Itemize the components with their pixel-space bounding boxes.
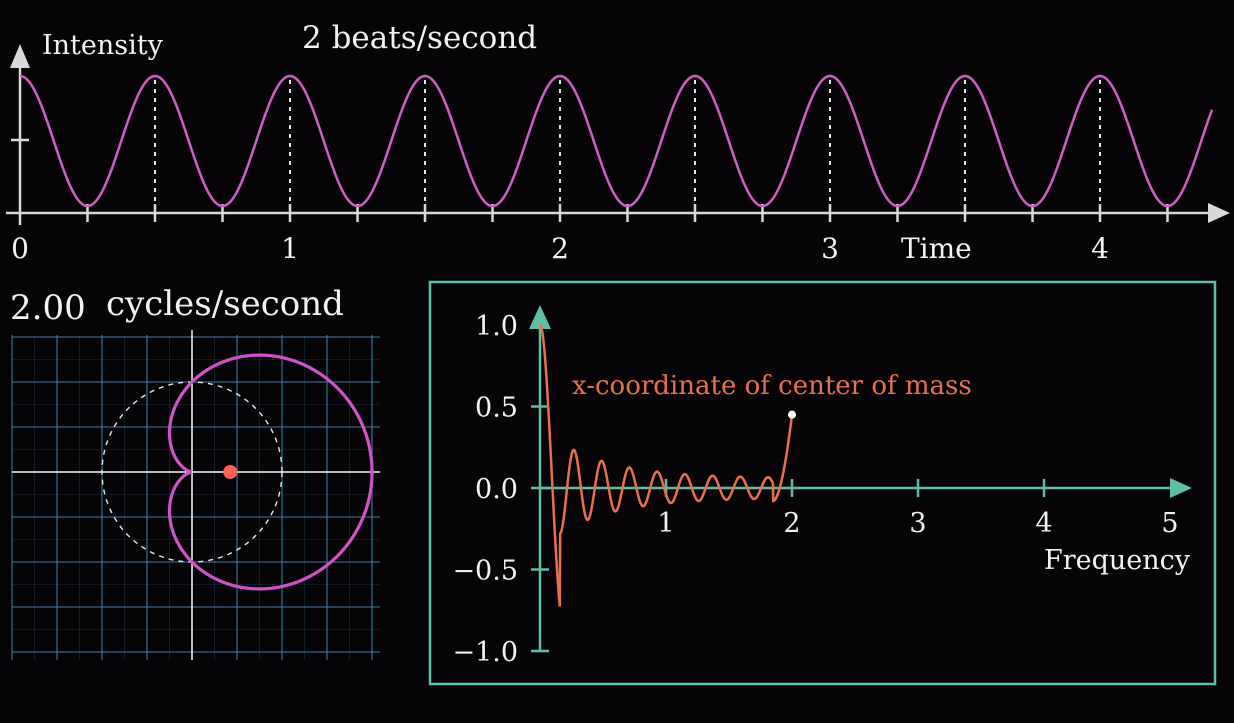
- frequency-tick-label: 1: [657, 508, 674, 539]
- intensity-axis-arrow-icon: [10, 44, 30, 68]
- frequency-tick-label: 3: [909, 508, 926, 539]
- plot-frame: [428, 280, 1217, 686]
- frequency-value: 2.00: [10, 288, 86, 328]
- signal-plot: 0 1 2 3 4 Intensity 2 beats/second Time: [6, 20, 1230, 265]
- winding-grid: [11, 335, 380, 660]
- com-y-tick-label: −0.5: [452, 556, 518, 587]
- frequency-axis-arrow-icon: [1170, 478, 1192, 498]
- signal-title: 2 beats/second: [302, 20, 537, 56]
- signal-curve: [19, 74, 1214, 208]
- com-curve: [539, 323, 794, 607]
- time-tick-label: 0: [11, 232, 29, 265]
- center-of-mass-dot: [223, 465, 238, 479]
- center-of-mass-plot: 1 2 3 4 5 1.0 0.5 0.0 −0.5 −1.0 x-coordinate of c…: [428, 280, 1217, 686]
- winding-graph: 2.00 cycles/second: [10, 284, 380, 660]
- com-y-axis-arrow-icon: [529, 305, 551, 329]
- time-tick-label: 4: [1091, 232, 1109, 265]
- frequency-tick-label: 4: [1035, 508, 1052, 539]
- winding-curve: [167, 353, 374, 591]
- com-curve-label: x-coordinate of center of mass: [572, 371, 972, 401]
- intensity-axis-label: Intensity: [42, 30, 164, 61]
- time-tick-label: 1: [281, 232, 299, 265]
- com-y-tick-label: −1.0: [452, 637, 518, 668]
- frequency-tick-label: 5: [1161, 508, 1178, 539]
- com-y-tick-label: 1.0: [475, 311, 518, 342]
- frequency-tick-label: 2: [783, 508, 800, 539]
- peak-markers: [154, 80, 1101, 213]
- frequency-unit: cycles/second: [106, 284, 344, 324]
- time-tick-label: 2: [551, 232, 569, 265]
- time-tick-label: 3: [821, 232, 839, 265]
- com-y-tick-label: 0.5: [475, 393, 518, 424]
- time-axis-arrow-icon: [1208, 203, 1230, 223]
- com-endpoint-dot: [788, 410, 796, 419]
- com-y-tick-label: 0.0: [475, 474, 518, 505]
- time-axis-label: Time: [901, 232, 972, 265]
- com-ticks: 1 2 3 4 5 1.0 0.5 0.0 −0.5 −1.0: [452, 311, 1178, 668]
- frequency-axis-label: Frequency: [1044, 545, 1191, 576]
